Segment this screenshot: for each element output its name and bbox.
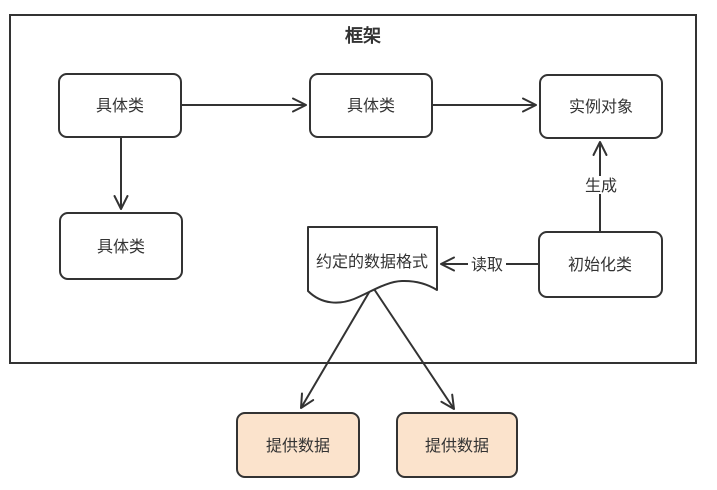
node-init-class: 初始化类: [538, 231, 663, 298]
arrow-dataformat-to-provide2: [373, 288, 455, 410]
concrete-class-3-box: [59, 212, 183, 280]
frame-title: 框架: [345, 25, 381, 46]
init-class-label: 初始化类: [568, 256, 632, 274]
node-provide-data-2: 提供数据: [396, 412, 518, 478]
concrete-class-3-label: 具体类: [97, 238, 145, 256]
data-format-label: 约定的数据格式: [316, 253, 428, 271]
node-concrete-class-2: 具体类: [309, 73, 433, 138]
instance-object-label: 实例对象: [569, 98, 633, 116]
generate-label-bg: [582, 176, 620, 194]
arrow-dataformat-to-provide1: [300, 288, 372, 409]
data-format-document-shape: [307, 226, 438, 304]
concrete-class-2-box: [309, 73, 433, 138]
concrete-class-2-label: 具体类: [347, 97, 395, 115]
provide-data-1-box: [236, 412, 360, 478]
concrete-class-1-label: 具体类: [96, 97, 144, 115]
node-instance-object: 实例对象: [539, 74, 663, 139]
provide-data-2-label: 提供数据: [425, 437, 489, 455]
read-label-bg: [468, 255, 506, 273]
provide-data-2-box: [396, 412, 518, 478]
provide-data-1-label: 提供数据: [266, 437, 330, 455]
concrete-class-1-box: [58, 73, 182, 138]
node-data-format: 约定的数据格式: [307, 226, 438, 304]
instance-object-box: [539, 74, 663, 139]
node-concrete-class-1: 具体类: [58, 73, 182, 138]
read-edge-label: 读取: [471, 256, 503, 274]
node-provide-data-1: 提供数据: [236, 412, 360, 478]
generate-edge-label: 生成: [585, 177, 617, 195]
node-concrete-class-3: 具体类: [59, 212, 183, 280]
init-class-box: [538, 231, 663, 298]
